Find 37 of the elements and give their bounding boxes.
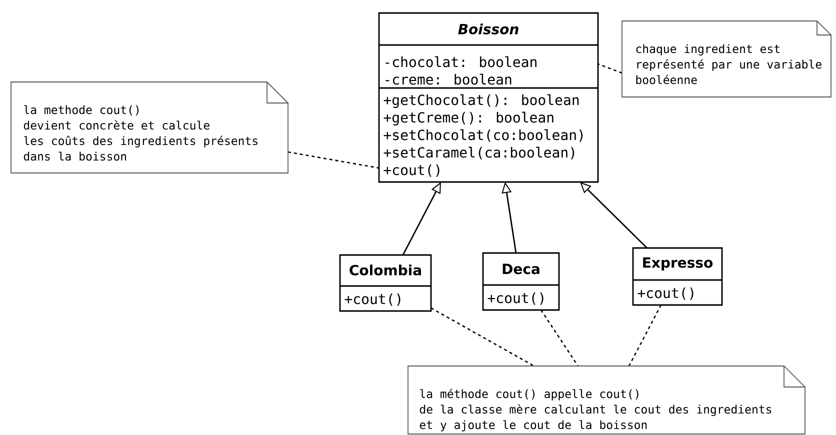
method-text: +cout() bbox=[384, 164, 440, 177]
dashed-connector bbox=[288, 151, 380, 169]
note-text: les coûts des ingredients présents bbox=[24, 136, 258, 148]
dashed-connector bbox=[540, 310, 579, 366]
method-text: +setChocolat(co:boolean) bbox=[384, 129, 583, 142]
note-text: représenté par une variable bbox=[637, 59, 822, 71]
attribute-text: -creme: boolean bbox=[386, 74, 512, 85]
method-text: +setCaramel(ca:boolean) bbox=[384, 146, 574, 160]
method-text: +getChocolat(): boolean bbox=[384, 94, 579, 108]
note-text: et y ajoute le cout de la boisson bbox=[420, 420, 647, 432]
dashed-connector bbox=[598, 63, 622, 74]
dashed-connector bbox=[628, 304, 662, 366]
note-text: dans la boisson bbox=[24, 152, 126, 161]
attribute-text: -chocolat: boolean bbox=[386, 56, 536, 68]
class-box bbox=[482, 252, 560, 311]
method-text: +getCreme(): boolean bbox=[384, 112, 554, 126]
class-name: Expresso bbox=[643, 257, 713, 271]
note-box bbox=[10, 82, 288, 174]
note-box bbox=[622, 20, 832, 98]
method-text: +cout() bbox=[638, 287, 694, 300]
note-box bbox=[408, 366, 806, 434]
method-text: +cout() bbox=[344, 293, 400, 306]
inheritance-arrow bbox=[580, 182, 648, 248]
note-text: la methode cout() bbox=[24, 105, 138, 116]
class-name: Boisson bbox=[458, 24, 518, 34]
note-text: la méthode cout() appelle cout() bbox=[420, 388, 638, 400]
class-box bbox=[378, 12, 599, 183]
method-text: +cout() bbox=[488, 292, 544, 305]
class-name: Colombia bbox=[350, 264, 421, 276]
class-box bbox=[632, 247, 723, 306]
note-text: chaque ingredient est bbox=[636, 44, 780, 56]
note-text: devient concrète et calcule bbox=[24, 120, 210, 130]
class-name: Deca bbox=[502, 264, 540, 274]
class-box bbox=[339, 254, 432, 312]
note-text: de la classe mère calculant le cout des ingredients bbox=[420, 404, 772, 416]
note-text: booléenne bbox=[636, 74, 697, 84]
dashed-connector bbox=[430, 307, 534, 367]
